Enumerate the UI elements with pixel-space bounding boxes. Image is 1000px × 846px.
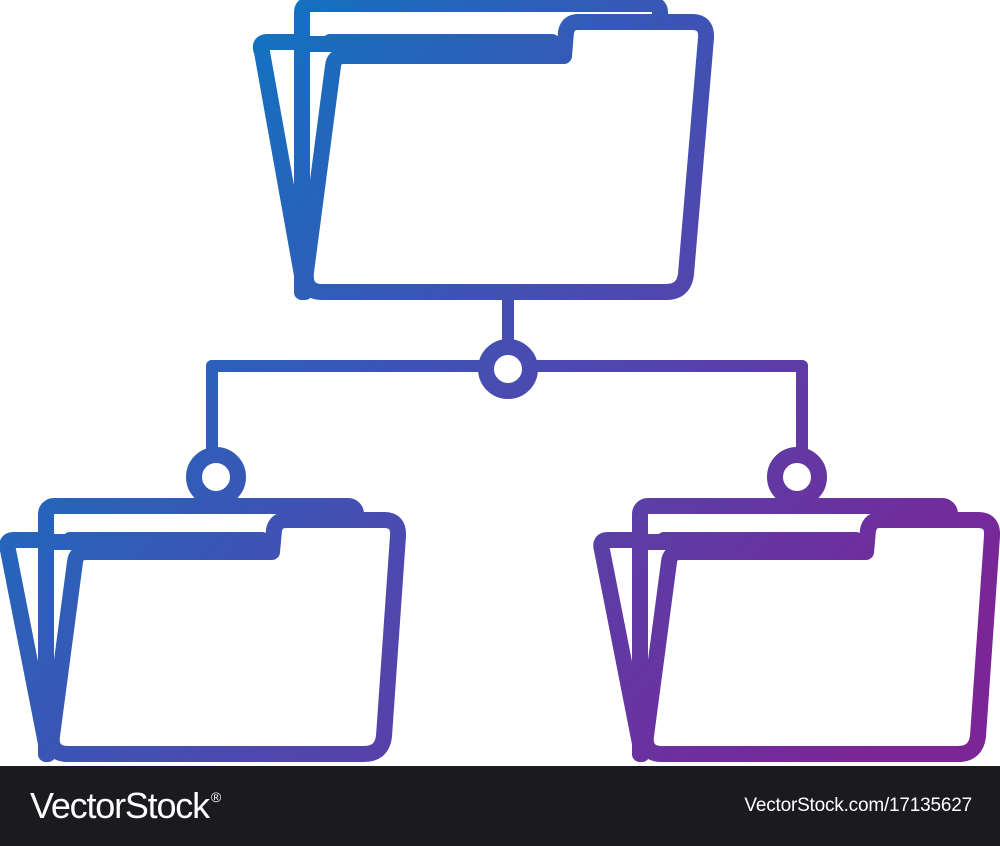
vectorstock-logo: VectorStock® [30,785,221,827]
connector-lines [206,292,808,460]
root-connector-node [478,339,538,399]
registered-mark: ® [210,789,221,805]
right-child-folder-icon [593,498,1000,762]
left-connector-node [186,447,246,507]
image-url: VectorStock.com/17135627 [744,795,972,816]
root-folder-icon [252,0,715,300]
right-connector-node [767,447,827,507]
folder-hierarchy-diagram [0,0,1000,762]
watermark-footer: VectorStock® VectorStock.com/17135627 [0,766,1000,846]
logo-text: VectorStock [30,785,210,826]
left-child-folder-icon [0,498,407,762]
